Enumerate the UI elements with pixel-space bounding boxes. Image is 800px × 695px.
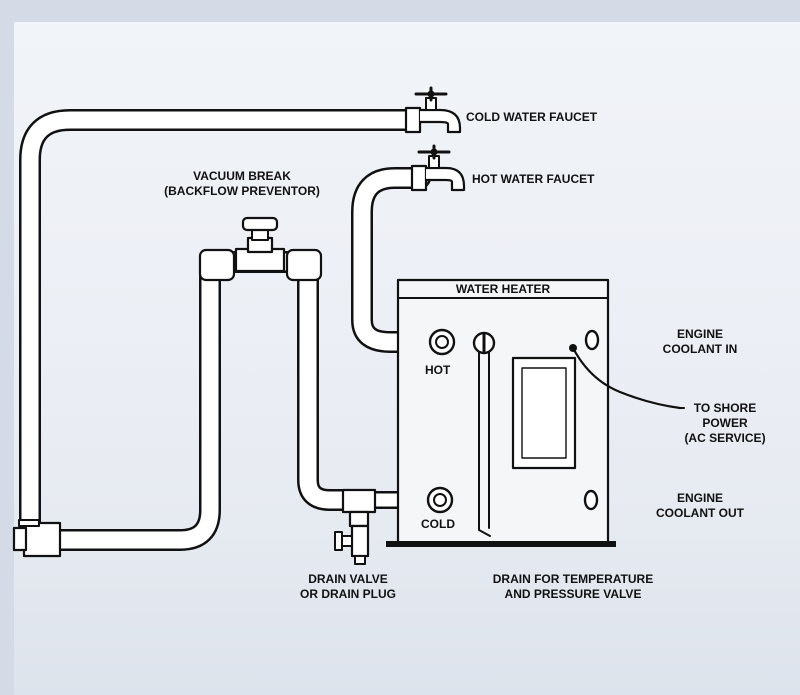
shore-power-label-line2: POWER <box>702 416 748 430</box>
drain-valve <box>334 524 370 565</box>
hot-port-label: HOT <box>425 363 451 377</box>
hot-port <box>428 328 456 356</box>
supply-tee <box>12 519 62 558</box>
coolant-out-label: ENGINE COOLANT OUT <box>635 491 765 521</box>
coolant-in-label: ENGINE COOLANT IN <box>640 327 760 357</box>
shore-power-label-line3: (AC SERVICE) <box>684 431 766 445</box>
drain-valve-label: DRAIN VALVE OR DRAIN PLUG <box>268 572 428 602</box>
shore-power-cord <box>569 344 685 410</box>
cold-port-label: COLD <box>421 517 455 531</box>
shore-power-label: TO SHORE POWER (AC SERVICE) <box>670 401 780 446</box>
tp-drain-label-line2: AND PRESSURE VALVE <box>504 587 642 601</box>
cold-supply-pipe <box>19 109 421 551</box>
shore-power-label-line1: TO SHORE <box>693 401 757 415</box>
tp-drain-label: DRAIN FOR TEMPERATURE AND PRESSURE VALVE <box>458 572 688 602</box>
cold-port <box>426 486 454 514</box>
coolant-in-label-line2: COOLANT IN <box>662 342 738 356</box>
vacuum-break-label-line1: VACUUM BREAK <box>193 169 291 183</box>
water-heater-title: WATER HEATER <box>455 282 551 296</box>
cold-water-faucet <box>404 86 462 134</box>
drain-valve-label-line2: OR DRAIN PLUG <box>300 587 396 601</box>
coolant-out-label-line1: ENGINE <box>676 491 723 505</box>
vacuum-break-label: VACUUM BREAK (BACKFLOW PREVENTOR) <box>142 169 342 199</box>
water-heater-tank <box>386 278 616 547</box>
tp-valve-drain <box>472 331 496 537</box>
cold-faucet-label: COLD WATER FAUCET <box>466 110 598 124</box>
hot-faucet-label: HOT WATER FAUCET <box>472 172 595 186</box>
coolant-in-fitting <box>584 329 600 351</box>
hot-water-faucet <box>410 144 466 192</box>
tp-drain-label-line1: DRAIN FOR TEMPERATURE <box>492 572 654 586</box>
drain-valve-label-line1: DRAIN VALVE <box>308 572 388 586</box>
coolant-out-label-line2: COOLANT OUT <box>656 506 744 520</box>
hot-supply-pipe <box>351 167 441 353</box>
coolant-out-fitting <box>583 489 599 511</box>
coolant-in-label-line1: ENGINE <box>676 327 723 341</box>
vacuum-break-label-line2: (BACKFLOW PREVENTOR) <box>164 184 320 198</box>
vacuum-break <box>198 216 361 511</box>
